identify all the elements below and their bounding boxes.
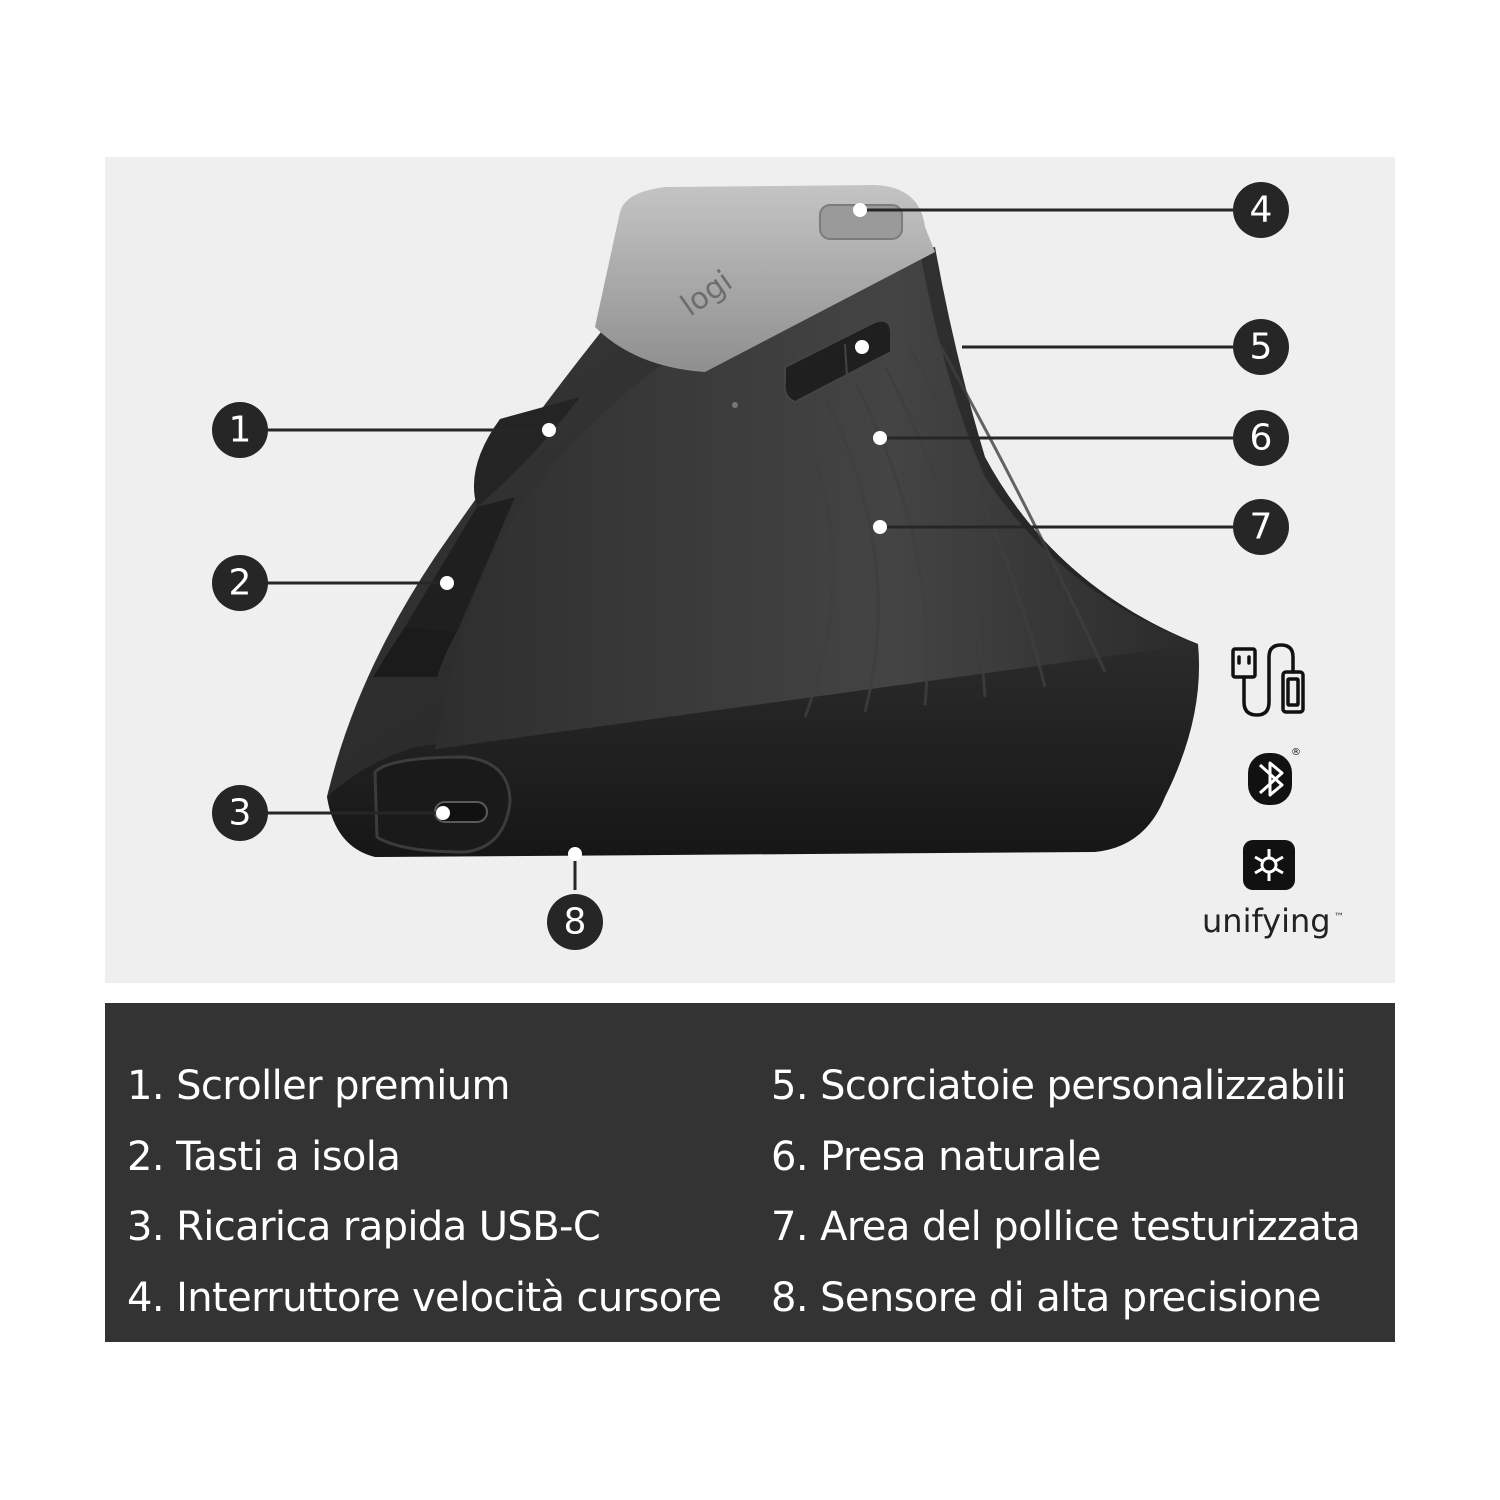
callout-4: 4	[1233, 182, 1289, 238]
callout-7: 7	[1233, 499, 1289, 555]
svg-text:8: 8	[564, 902, 587, 943]
callout-2: 2	[212, 555, 268, 611]
legend-column-left: 1. Scroller premium 2. Tasti a isola 3. …	[127, 1051, 722, 1333]
feature-diagram-panel: logi	[105, 157, 1395, 983]
thumb-texture	[793, 326, 1107, 718]
island-button-bottom	[373, 627, 457, 677]
unifying-label: unifying	[1202, 902, 1331, 940]
bluetooth-registered-mark: ®	[1291, 747, 1301, 758]
svg-text:4: 4	[1250, 190, 1273, 231]
svg-text:5: 5	[1250, 327, 1273, 368]
island-button-top	[405, 497, 515, 632]
svg-text:3: 3	[229, 793, 252, 834]
legend-item-6: 6. Presa naturale	[771, 1133, 1102, 1180]
svg-text:1: 1	[229, 410, 252, 451]
svg-text:6: 6	[1250, 418, 1273, 459]
legend-item-8: 8. Sensore di alta precisione	[771, 1274, 1321, 1321]
legend-item-7: 7. Area del pollice testurizzata	[771, 1204, 1361, 1250]
mouse-illustration: logi	[105, 157, 1395, 983]
callout-5: 5	[1233, 319, 1289, 375]
mouse-base	[327, 644, 1200, 857]
anchor-dots	[436, 203, 887, 861]
feature-legend: 1. Scroller premium 2. Tasti a isola 3. …	[105, 1003, 1395, 1342]
legend-item-1: 1. Scroller premium	[127, 1063, 510, 1109]
unifying-trademark: ™	[1334, 912, 1344, 923]
status-led	[732, 402, 738, 408]
legend-item-5: 5. Scorciatoie personalizzabili	[771, 1063, 1347, 1109]
thumb-rest	[435, 252, 1198, 749]
legend-item-2: 2. Tasti a isola	[127, 1133, 401, 1180]
legend-column-right: 5. Scorciatoie personalizzabili 6. Presa…	[771, 1051, 1361, 1333]
callout-3: 3	[212, 785, 268, 841]
svg-text:7: 7	[1250, 507, 1273, 548]
legend-item-3: 3. Ricarica rapida USB-C	[127, 1204, 601, 1250]
unifying-icon	[1243, 840, 1295, 890]
usb-cable-icon	[1231, 643, 1305, 717]
legend-item-4: 4. Interruttore velocità cursore	[127, 1274, 722, 1321]
leader-lines	[240, 208, 1233, 890]
bluetooth-icon: ®	[1248, 747, 1301, 805]
callout-1: 1	[212, 402, 268, 458]
callout-8: 8	[547, 894, 603, 950]
svg-text:2: 2	[229, 563, 252, 604]
callout-6: 6	[1233, 410, 1289, 466]
scroller-wheel	[473, 397, 580, 507]
